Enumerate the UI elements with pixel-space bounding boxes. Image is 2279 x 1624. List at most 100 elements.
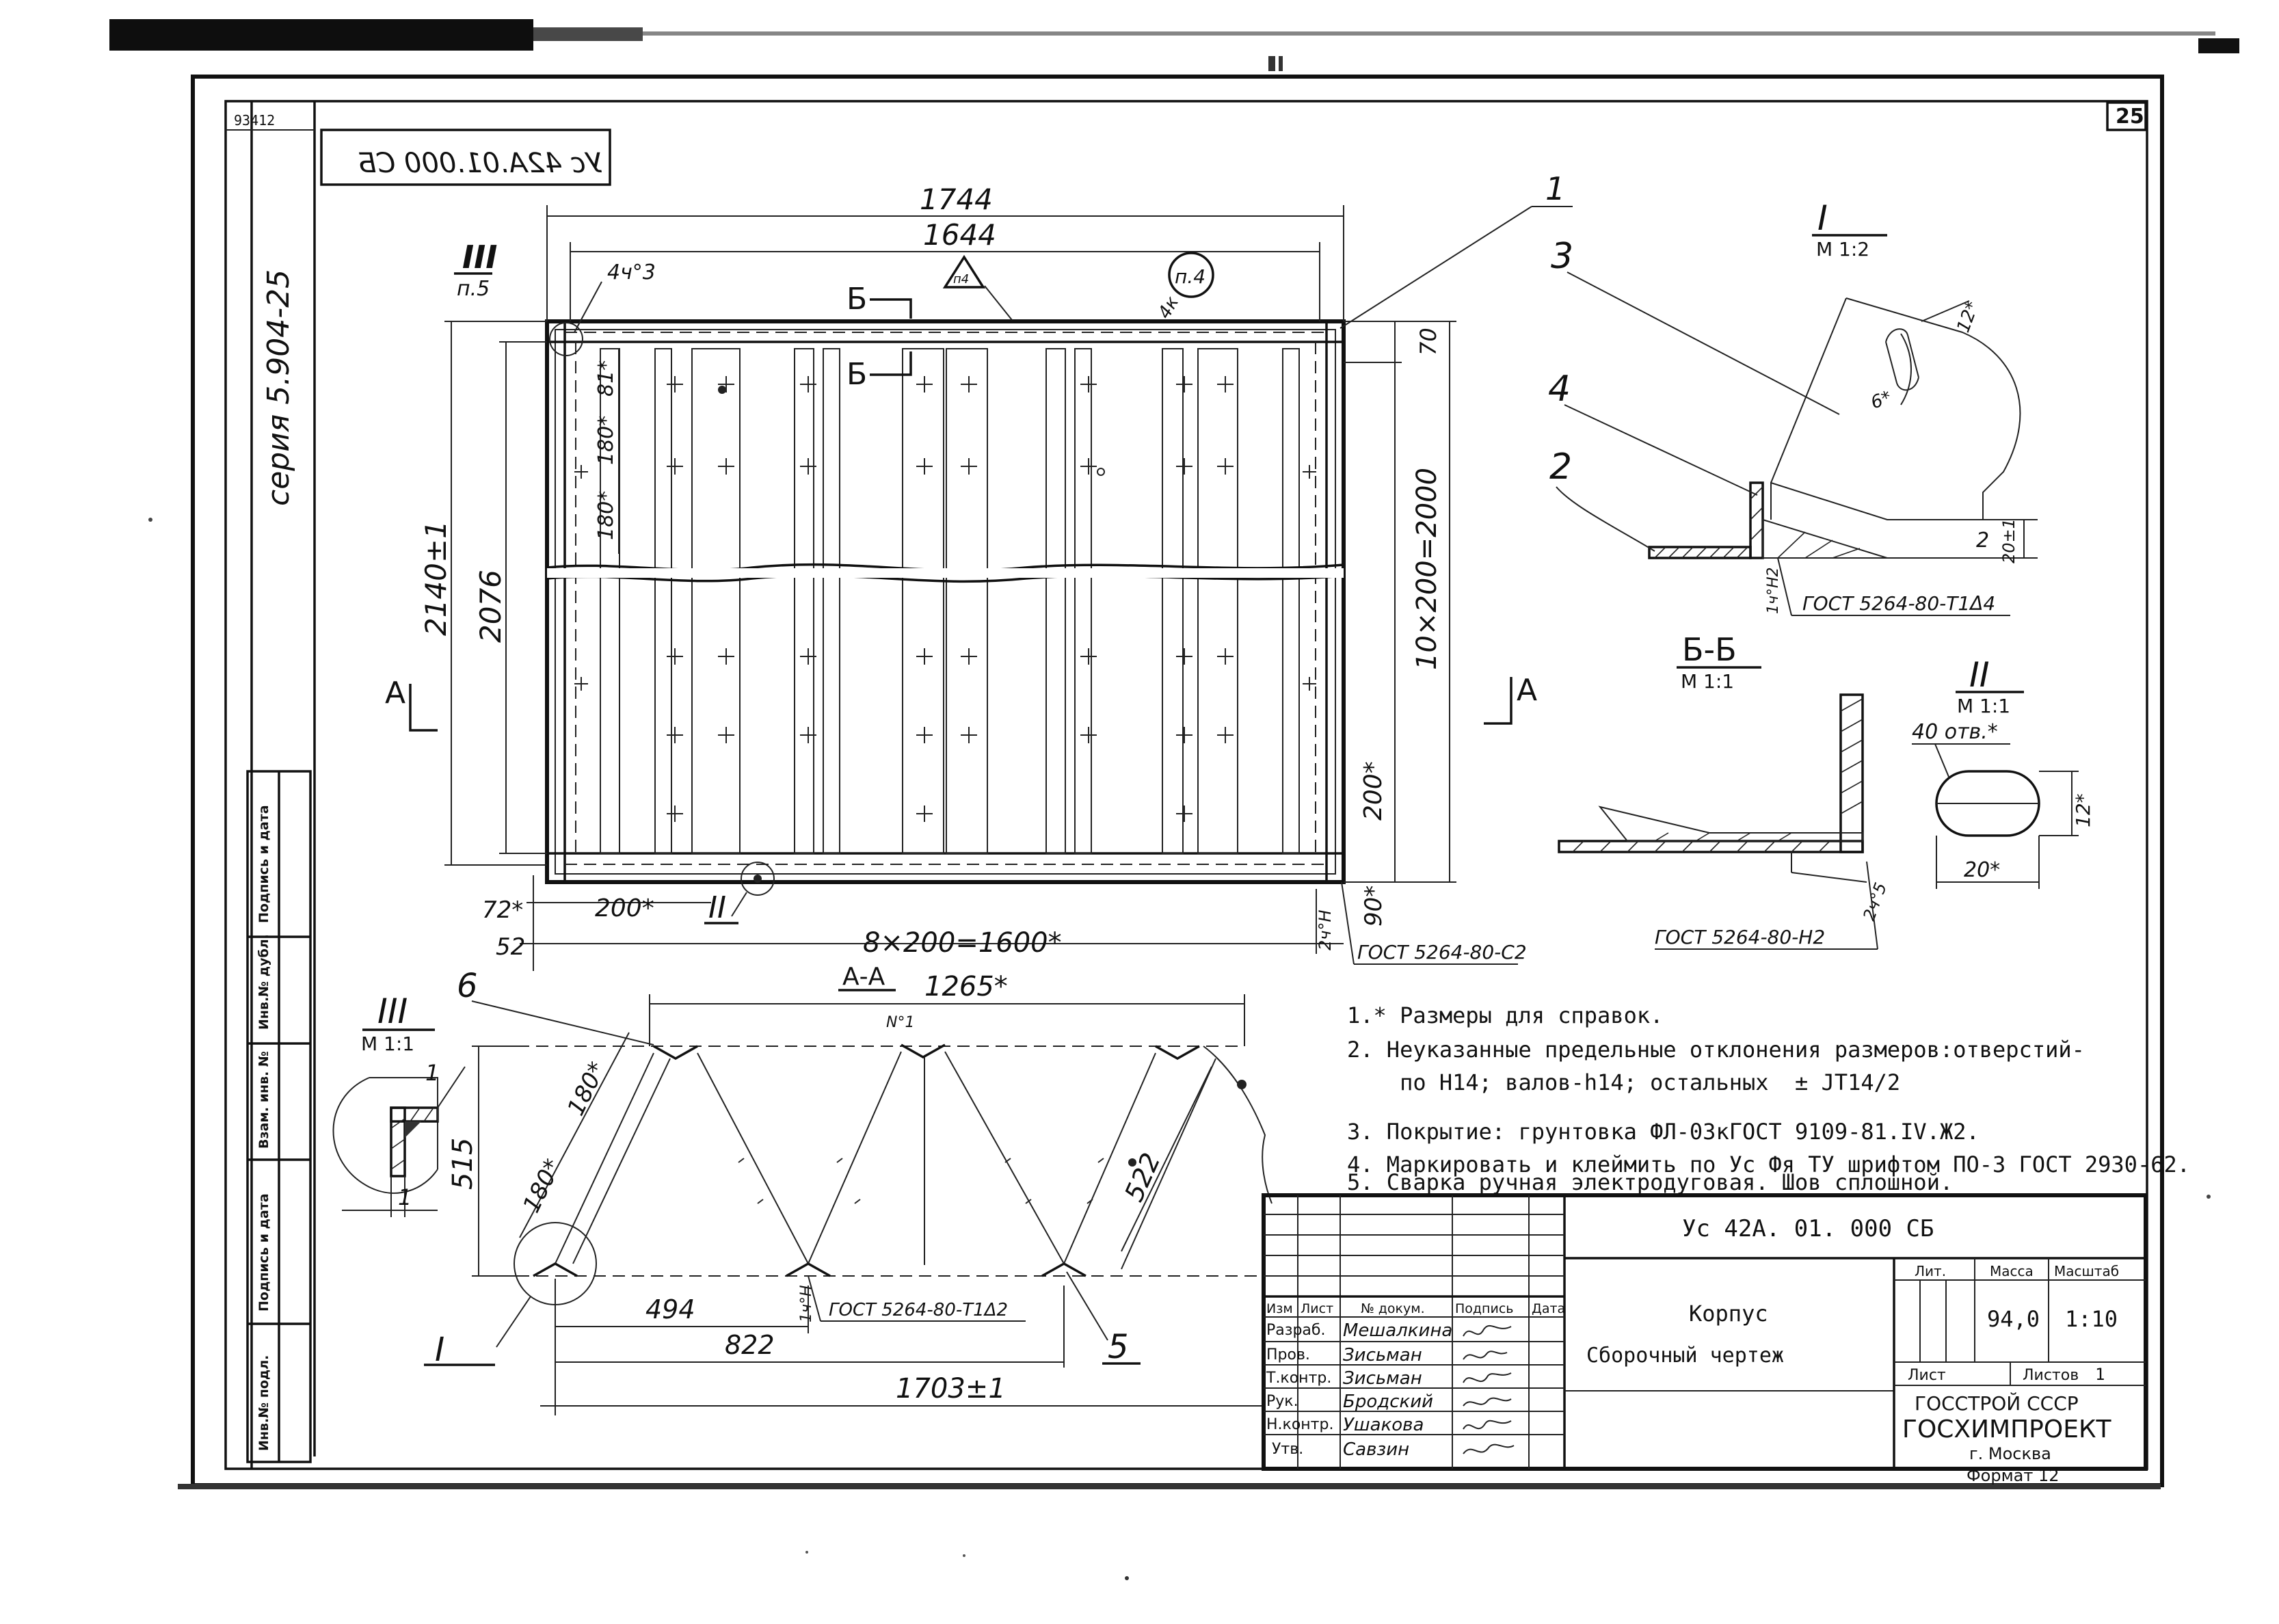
tb-col-sign: Подпись [1455, 1301, 1513, 1316]
side-stamp-1: Подпись и дата [256, 805, 271, 923]
tb-mass-label: Масса [1990, 1263, 2034, 1279]
dim-1644: 1644 [923, 218, 996, 252]
section-A-left: А [385, 676, 405, 710]
tb-scale-label: Масштаб [2054, 1263, 2119, 1279]
tb-name-6: Савзин [1343, 1439, 1409, 1460]
callout-n4-tri: п4 [953, 272, 969, 287]
leader-1: 1 [1545, 170, 1565, 207]
detail-I-scale: М 1:2 [1816, 238, 1869, 261]
slats [600, 348, 1300, 854]
tb-org2: ГОСХИМПРОЕКТ [1902, 1415, 2112, 1443]
detail-II-dim-12: 12* [2072, 793, 2094, 827]
callout-4k: 4к [1154, 293, 1183, 322]
dim-515: 515 [447, 1138, 479, 1190]
dim-52: 52 [496, 933, 525, 961]
tb-name-3: Зисьман [1343, 1368, 1422, 1389]
side-stamp-4: Подпись и дата [256, 1193, 271, 1312]
sheet-frame [178, 75, 2164, 1489]
section-B-bottom: Б [847, 357, 867, 392]
note-4: 4. Маркировать и клеймить по Ус Фя ТУ шр… [1347, 1152, 2190, 1177]
tb-name-5: Ушакова [1343, 1415, 1424, 1435]
notes: 1.* Размеры для справок. 2. Неуказанные … [1347, 1002, 2190, 1195]
detail-III: III М 1:1 1 1 [332, 991, 466, 1217]
detail-I-weld-note: ГОСТ 5264-80-Т1Δ4 [1802, 592, 1995, 615]
leader-I: I [435, 1331, 444, 1369]
dim-180-a: 180* [594, 416, 618, 465]
dim-72: 72* [482, 896, 523, 924]
callout-III-ref: п.5 [457, 277, 490, 301]
series-label: серия 5.904-25 [261, 269, 296, 506]
page-number: 25 [2116, 105, 2144, 129]
dim-1744: 1744 [920, 183, 993, 216]
tb-org1: ГОССТРОЙ СССР [1915, 1392, 2079, 1415]
gost-c2: ГОСТ 5264-80-С2 [1357, 941, 1527, 963]
tb-sheet-label: Лист [1908, 1367, 1946, 1384]
tb-scale: 1:10 [2065, 1306, 2118, 1332]
tb-role-6: Утв. [1272, 1441, 1303, 1458]
tb-col-list: Лист [1301, 1301, 1333, 1316]
tb-role-4: Рук. [1266, 1393, 1298, 1410]
note-3: 3. Покрытие: грунтовка ФЛ-03кГОСТ 9109-8… [1347, 1119, 1980, 1145]
detail-I-dim-6: 6* [1868, 387, 1894, 413]
top-mark: N°1 [886, 1014, 914, 1031]
tb-city: г. Москва [1969, 1444, 2051, 1463]
tb-role-1: Разраб. [1266, 1322, 1325, 1339]
dim-200-right: 200* [1359, 761, 1387, 821]
note-2: 2. Неуказанные предельные отклонения раз… [1347, 1037, 2085, 1063]
detail-II-scale: М 1:1 [1957, 695, 2010, 717]
plan-view: 1744 1644 2140±1 2076 81* 180* 180* 70 1… [385, 170, 1573, 971]
mirrored-stamp: Ус 42А.01.000 СБ [320, 129, 611, 186]
dim-2140: 2140±1 [419, 520, 453, 636]
tb-col-doc: № докум. [1361, 1301, 1425, 1316]
detail-III-scale: М 1:1 [361, 1033, 414, 1055]
section-BB-weld-note: ГОСТ 5264-80-Н2 [1655, 926, 1825, 948]
tb-name-line2: Сборочный чертеж [1586, 1344, 1784, 1368]
note-2b: по Н14; валов-h14; остальных ± JT14/2 [1347, 1069, 1900, 1095]
weld-note-aa: ГОСТ 5264-80-Т1Δ2 [829, 1300, 1008, 1320]
section-BB-weld-side: 2ч°5 [1859, 880, 1891, 923]
section-BB-title: Б-Б [1682, 631, 1737, 668]
side-stamp: Подпись и дата Инв.№ дубл. Взам. инв. № … [246, 770, 312, 1463]
section-A-right: А [1517, 673, 1537, 708]
detail-I: I М 1:2 12* 6* 2 20±1 3 4 [1548, 198, 2038, 616]
detail-I-title: I [1817, 198, 1828, 238]
dim-8x200: 8×200=1600* [863, 927, 1062, 959]
side-stamp-5: Инв.№ подл. [256, 1355, 271, 1451]
callout-n4: п.4 [1175, 265, 1205, 288]
dim-90: 90* [1360, 886, 1387, 927]
dim-81: 81* [594, 360, 618, 397]
section-B-top: Б [847, 282, 867, 317]
leader-2: 2 [1549, 447, 1572, 488]
dim-200-bottom: 200* [595, 894, 654, 922]
hole-crosses [574, 376, 1316, 822]
dim-180-b: 180* [594, 491, 618, 540]
callout-II: II [708, 890, 726, 925]
detail-II-holes: 40 отв.* [1912, 720, 1998, 744]
tb-name-2: Зисьман [1343, 1345, 1422, 1366]
tb-col-date: Дата [1532, 1301, 1565, 1316]
tb-sheets: 1 [2095, 1365, 2105, 1384]
dim-822: 822 [725, 1330, 775, 1360]
tb-lit-label: Лит. [1915, 1263, 1946, 1279]
dim-180-a: 180* [518, 1155, 567, 1217]
leader-4: 4 [1548, 369, 1571, 410]
weld-2n: 2ч°Н [1316, 910, 1335, 951]
detail-II: II М 1:1 40 отв.* 12* 20* [1912, 655, 2094, 889]
tb-name-1: Мешалкина [1343, 1320, 1452, 1341]
section-BB-scale: М 1:1 [1681, 670, 1734, 693]
note-1: 1.* Размеры для справок. [1347, 1002, 1663, 1028]
note-5: 5. Сварка ручная электродуговая. Шов спл… [1347, 1169, 1953, 1195]
title-block: Изм Лист № докум. Подпись Дата Разраб. М… [1262, 1193, 2148, 1485]
corner-code: 93412 [234, 112, 275, 129]
detail-I-weld-side: 1ч°Н2 [1765, 567, 1782, 614]
tb-col-izm: Изм [1266, 1301, 1293, 1316]
detail-III-dim-1a: 1 [425, 1060, 439, 1086]
callout-4n3: 4ч°3 [607, 261, 656, 284]
detail-I-dim-12: 12* [1953, 299, 1983, 336]
dim-70: 70 [1415, 328, 1441, 356]
dim-1703: 1703±1 [896, 1373, 1006, 1405]
side-stamp-2: Инв.№ дубл. [256, 934, 271, 1030]
tb-name-4: Бродский [1343, 1392, 1433, 1412]
detail-I-dim-2: 2 [1976, 529, 1989, 553]
